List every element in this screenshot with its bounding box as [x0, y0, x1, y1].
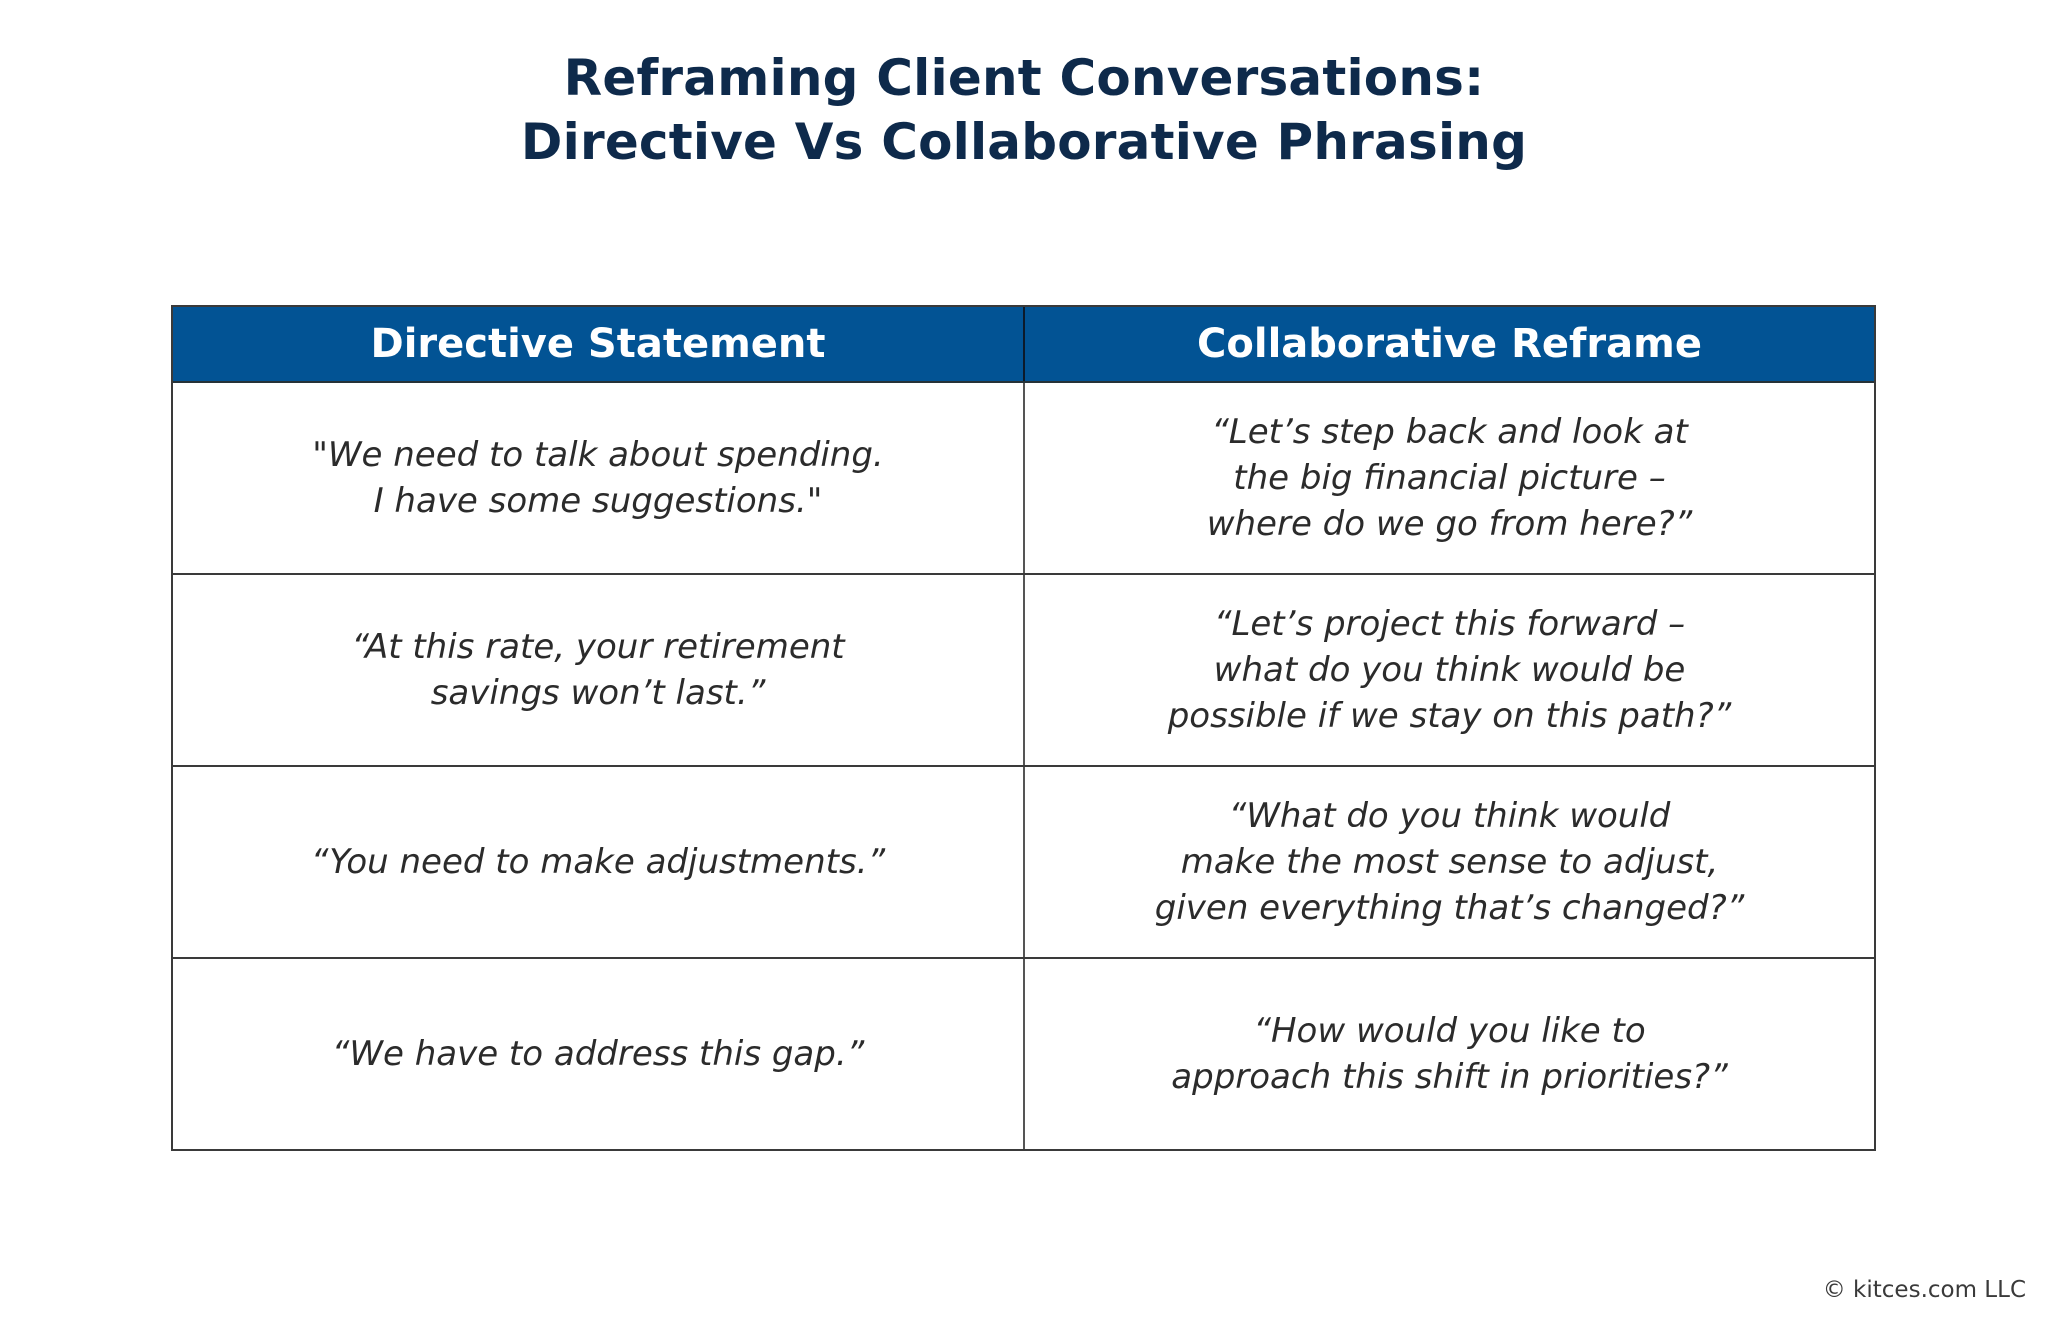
- directive-cell: “You need to make adjustments.”: [173, 767, 1025, 957]
- copyright-notice: © kitces.com LLC: [1822, 1277, 2026, 1303]
- title-line-2: Directive Vs Collaborative Phrasing: [520, 113, 1528, 171]
- table-row: “At this rate, your retirement savings w…: [173, 575, 1874, 767]
- table-header-row: Directive Statement Collaborative Refram…: [173, 307, 1874, 383]
- column-header-directive: Directive Statement: [173, 307, 1025, 381]
- collaborative-cell: “Let’s step back and look at the big fin…: [1206, 412, 1693, 544]
- directive-cell: "We need to talk about spending. I have …: [173, 383, 1025, 573]
- title-line-1: Reframing Client Conversations:: [563, 49, 1485, 107]
- table-row: “You need to make adjustments.” “What do…: [173, 767, 1874, 959]
- column-header-collaborative: Collaborative Reframe: [1197, 321, 1702, 367]
- comparison-table: Directive Statement Collaborative Refram…: [171, 305, 1876, 1151]
- collaborative-cell: “How would you like to approach this shi…: [1171, 1011, 1728, 1097]
- table-row: "We need to talk about spending. I have …: [173, 383, 1874, 575]
- collaborative-cell: “Let’s project this forward – what do yo…: [1167, 604, 1732, 736]
- collaborative-cell: “What do you think would make the most s…: [1154, 796, 1745, 928]
- directive-cell: “At this rate, your retirement savings w…: [173, 575, 1025, 765]
- page-title: Reframing Client Conversations: Directiv…: [0, 46, 2048, 174]
- table-row: “We have to address this gap.” “How woul…: [173, 959, 1874, 1149]
- directive-cell: “We have to address this gap.”: [173, 959, 1025, 1149]
